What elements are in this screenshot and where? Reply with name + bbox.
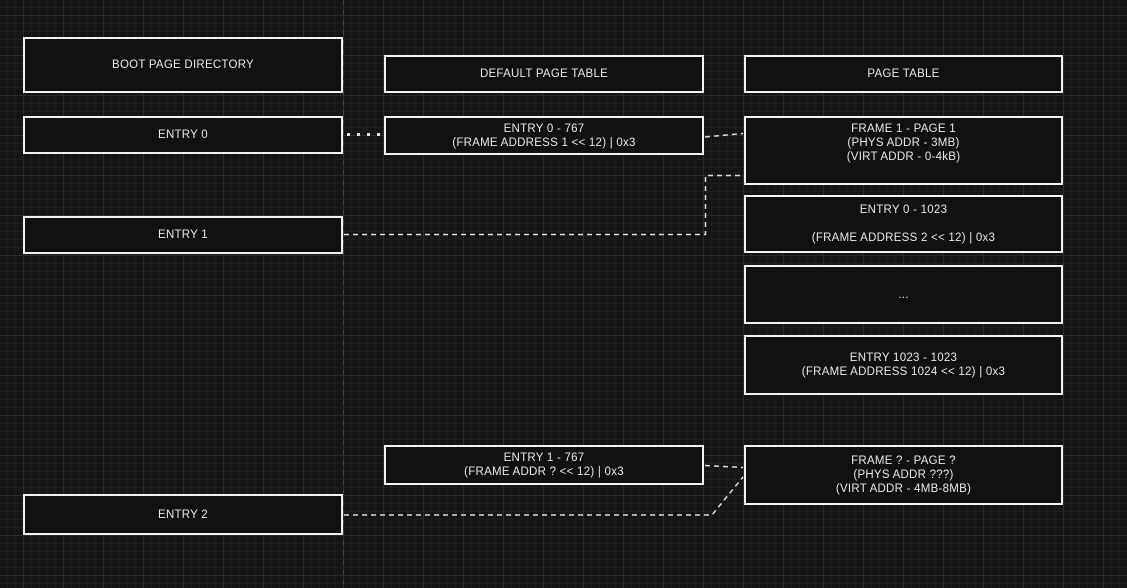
node-frame-q-page-q: FRAME ? - PAGE ? (PHYS ADDR ???) (VIRT A… (744, 445, 1063, 505)
node-frame-1-page-1: FRAME 1 - PAGE 1 (PHYS ADDR - 3MB) (VIRT… (744, 116, 1063, 185)
node-label: FRAME 1 - PAGE 1 (851, 123, 956, 135)
default-page-table-header: DEFAULT PAGE TABLE (384, 55, 704, 93)
node-detail: (FRAME ADDRESS 1 << 12) | 0x3 (452, 136, 636, 149)
connector-entry0-767-to-frame1 (704, 132, 744, 138)
connector-entry1-767-to-frameq (704, 464, 744, 469)
node-entry-0-767: ENTRY 0 - 767 (FRAME ADDRESS 1 << 12) | … (384, 116, 704, 155)
header-label: BOOT PAGE DIRECTORY (112, 59, 254, 71)
node-label: ENTRY 0 - 767 (503, 122, 585, 135)
node-label: ... (898, 288, 909, 301)
node-entry-2: ENTRY 2 (23, 494, 343, 535)
node-label: ENTRY 0 (158, 129, 208, 141)
node-ellipsis: ... (744, 265, 1063, 324)
boot-page-directory-header: BOOT PAGE DIRECTORY (23, 37, 343, 93)
node-detail: (PHYS ADDR - 3MB) (847, 137, 960, 149)
node-label: FRAME ? - PAGE ? (851, 455, 956, 467)
node-detail: (VIRT ADDR - 4MB-8MB) (835, 483, 972, 495)
node-entry-1-767: ENTRY 1 - 767 (FRAME ADDR ? << 12) | 0x3 (384, 445, 704, 485)
node-detail: (PHYS ADDR ???) (853, 469, 954, 481)
node-label: ENTRY 1 - 767 (503, 452, 585, 464)
node-detail: (VIRT ADDR - 0-4kB) (846, 151, 961, 163)
node-entry-0-1023: ENTRY 0 - 1023 (FRAME ADDRESS 2 << 12) |… (744, 195, 1063, 253)
node-spacer (746, 217, 1061, 231)
page-table-header: PAGE TABLE (744, 55, 1063, 93)
header-label: PAGE TABLE (867, 68, 940, 80)
node-entry-1: ENTRY 1 (23, 216, 343, 254)
node-label: ENTRY 1023 - 1023 (849, 352, 958, 364)
node-entry-0: ENTRY 0 (23, 116, 343, 154)
node-label: ENTRY 1 (158, 229, 208, 241)
node-entry-1023-1023: ENTRY 1023 - 1023 (FRAME ADDRESS 1024 <<… (744, 335, 1063, 395)
node-label: ENTRY 2 (158, 508, 208, 521)
node-detail: (FRAME ADDR ? << 12) | 0x3 (464, 466, 624, 478)
header-label: DEFAULT PAGE TABLE (479, 68, 609, 80)
connector-entry1-to-frame1 (344, 174, 743, 236)
node-label: ENTRY 0 - 1023 (859, 204, 948, 216)
node-detail: (FRAME ADDRESS 2 << 12) | 0x3 (811, 232, 996, 244)
node-detail: (FRAME ADDRESS 1024 << 12) | 0x3 (801, 366, 1006, 378)
